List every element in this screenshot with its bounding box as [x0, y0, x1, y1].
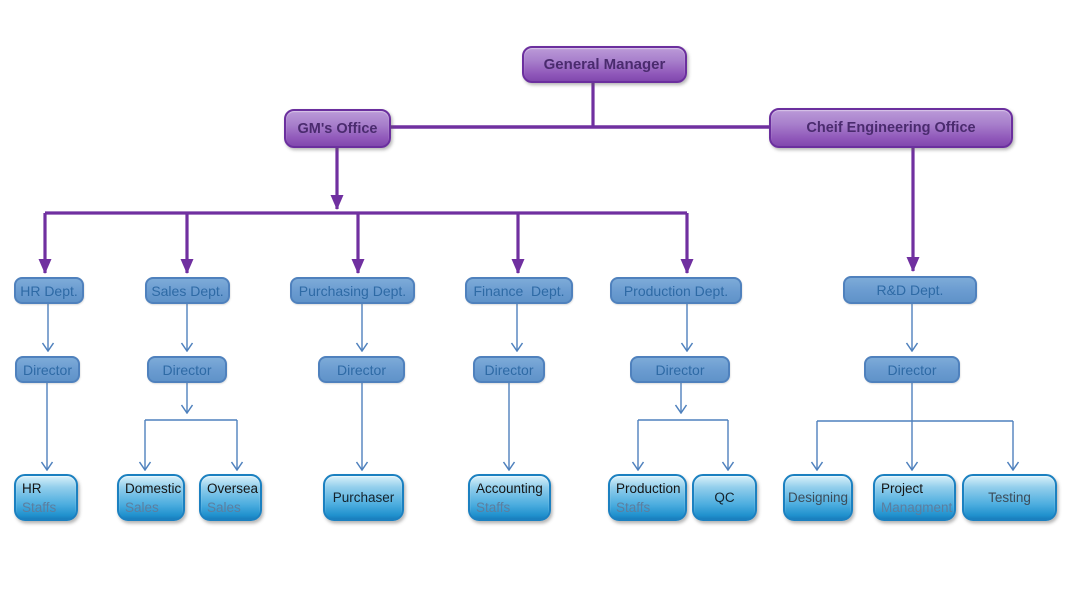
node-oversea-sales[interactable]: Oversea Sales: [199, 474, 262, 521]
node-production-dept[interactable]: Production Dept.: [610, 277, 742, 304]
node-label: Cheif Engineering Office: [806, 120, 976, 136]
node-label-line2: Sales: [125, 499, 159, 515]
node-testing[interactable]: Testing: [962, 474, 1057, 521]
node-label: Production Dept.: [623, 282, 729, 299]
node-rd-director[interactable]: Director: [864, 356, 960, 383]
node-finance-director[interactable]: Director: [473, 356, 545, 383]
node-label-line2: Staffs: [616, 499, 651, 515]
node-label: HR Dept.: [20, 282, 78, 299]
node-label: Purchaser: [332, 490, 395, 505]
node-hr-dept[interactable]: HR Dept.: [14, 277, 84, 304]
node-label-line2: Staffs: [476, 499, 511, 515]
node-label: General Manager: [543, 56, 666, 73]
node-label-line2: Managment: [881, 499, 953, 515]
node-label-line1: Domestic: [125, 480, 182, 496]
node-sales-director[interactable]: Director: [147, 356, 227, 383]
node-production-director[interactable]: Director: [630, 356, 730, 383]
node-label: QC: [714, 490, 735, 505]
node-label: Designing: [787, 490, 849, 505]
node-chief-engineering-office[interactable]: Cheif Engineering Office: [769, 108, 1013, 148]
node-label: Director: [655, 361, 705, 378]
node-accounting-staffs[interactable]: Accounting Staffs: [468, 474, 551, 521]
node-label-line1: Accounting: [476, 480, 543, 496]
node-finance-dept[interactable]: Finance Dept.: [465, 277, 573, 304]
node-label: Director: [887, 361, 937, 378]
node-rd-dept[interactable]: R&D Dept.: [843, 276, 977, 304]
node-label-line2: Staffs: [22, 499, 57, 515]
node-label: Purchasing Dept.: [298, 282, 407, 299]
node-label-line1: Oversea: [207, 480, 259, 496]
node-label: Director: [484, 361, 534, 378]
node-label: GM's Office: [297, 120, 378, 137]
node-label: Director: [336, 361, 386, 378]
node-label: R&D Dept.: [876, 282, 944, 298]
node-purchaser[interactable]: Purchaser: [323, 474, 404, 521]
node-gms-office[interactable]: GM's Office: [284, 109, 391, 148]
node-sales-dept[interactable]: Sales Dept.: [145, 277, 230, 304]
node-production-staffs[interactable]: Production Staffs: [608, 474, 687, 521]
node-label: Sales Dept.: [151, 282, 224, 299]
node-domestic-sales[interactable]: Domestic Sales: [117, 474, 185, 521]
node-label-line1: HR: [22, 480, 42, 496]
node-label-line1: Production: [616, 480, 681, 496]
node-label: Director: [22, 361, 72, 378]
node-label: Finance Dept.: [473, 282, 565, 299]
node-purchasing-dept[interactable]: Purchasing Dept.: [290, 277, 415, 304]
node-qc[interactable]: QC: [692, 474, 757, 521]
node-project-managment[interactable]: Project Managment: [873, 474, 956, 521]
node-hr-staffs[interactable]: HR Staffs: [14, 474, 78, 521]
node-label-line2: Sales: [207, 499, 241, 515]
node-designing[interactable]: Designing: [783, 474, 853, 521]
node-label: Testing: [988, 490, 1031, 505]
node-label-line1: Project: [881, 480, 924, 496]
node-purchasing-director[interactable]: Director: [318, 356, 405, 383]
node-label: Director: [162, 361, 212, 378]
node-general-manager[interactable]: General Manager: [522, 46, 687, 83]
node-hr-director[interactable]: Director: [15, 356, 80, 383]
